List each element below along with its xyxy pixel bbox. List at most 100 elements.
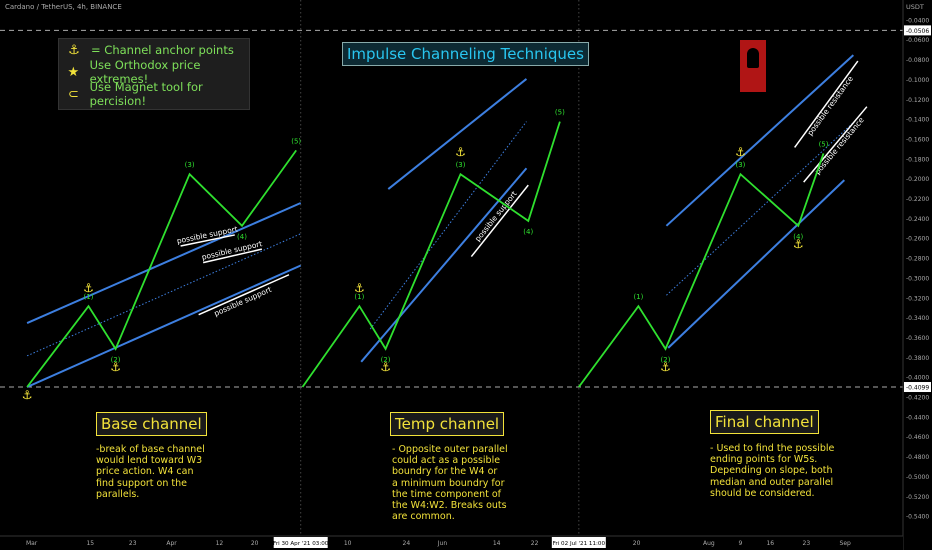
y-tick-label: -0.4600 [906, 434, 929, 441]
legend-item-star: ★ Use Orthodox price extremes! [59, 58, 249, 86]
x-tick-label: Apr [166, 540, 177, 547]
y-tick-label: -0.5000 [906, 474, 929, 481]
x-tick-label: Jun [437, 540, 448, 547]
channel-outer-line [667, 179, 845, 349]
channel-outer-line [387, 78, 528, 190]
star-icon: ★ [67, 64, 80, 80]
x-tick-label: 23 [803, 540, 811, 547]
y-tick-label: -0.5400 [906, 514, 929, 521]
y-tick-label: -0.4400 [906, 414, 929, 421]
y-axis[interactable]: USDT-0.0400-0.0600-0.0800-0.1000-0.1200-… [902, 0, 932, 550]
anchor-icon: ⚓ [455, 145, 466, 159]
x-tick-label: 22 [531, 540, 539, 547]
price-badge [904, 25, 931, 36]
x-tick-label: 15 [86, 540, 94, 547]
panel-desc-final: - Used to find the possible ending point… [710, 443, 835, 499]
author-logo-icon [740, 40, 766, 92]
time-badge [273, 537, 328, 548]
panel-label-final: Final channel [710, 410, 819, 434]
annotation-line [794, 60, 859, 148]
y-tick-label: -0.3200 [906, 295, 929, 302]
wave-label: (1) [354, 293, 364, 301]
y-tick-label: -0.2600 [906, 236, 929, 243]
y-tick-label: -0.2000 [906, 176, 929, 183]
legend-item-anchor: ⚓ = Channel anchor points [59, 39, 249, 61]
anchor-icon: ⚓ [68, 42, 80, 58]
y-tick-label: -0.3000 [906, 275, 929, 282]
wave-label: (2) [661, 356, 671, 364]
price-badge-label: -0.0506 [906, 28, 929, 35]
annotation-label: possible support [473, 189, 519, 243]
anchor-icon: ⚓ [793, 237, 804, 251]
wave-label: (1) [633, 293, 643, 301]
chart-title: Impulse Channeling Techniques [342, 42, 589, 66]
x-tick-label: 16 [766, 540, 774, 547]
anchor-icon: ⚓ [83, 281, 94, 295]
wave-line [578, 153, 825, 388]
annotation-line [803, 106, 868, 183]
y-tick-label: -0.2400 [906, 216, 929, 223]
annotation-line [470, 184, 529, 258]
reference-lines [0, 29, 903, 388]
x-tick-label: Aug [703, 540, 715, 547]
anchor-icon: ⚓ [354, 281, 365, 295]
anchor-icon: ⚓ [110, 360, 121, 374]
anchor-icon: ⚓ [660, 360, 671, 374]
x-axis-bg [0, 536, 903, 550]
price-badge-label: -0.4099 [906, 385, 929, 392]
wave-label: (3) [735, 161, 745, 169]
channel-median-line [666, 122, 854, 296]
anchor-icon: ⚓ [735, 145, 746, 159]
y-tick-label: -0.1200 [906, 97, 929, 104]
legend-item-magnet: ⊂ Use Magnet tool for percision! [59, 80, 249, 108]
x-tick-label: 20 [633, 540, 641, 547]
legend-label: Use Orthodox price extremes! [89, 58, 201, 86]
y-tick-label: -0.4200 [906, 395, 929, 402]
y-tick-label: -0.3800 [906, 355, 929, 362]
time-badge-label: Fri 30 Apr '21 03:00 [273, 541, 329, 547]
channel-outer-line [26, 202, 302, 325]
legend-box: ⚓ = Channel anchor points ★ Use Orthodox… [58, 38, 250, 110]
y-tick-label: -0.0600 [906, 37, 929, 44]
anchor-markers: ⚓⚓⚓⚓⚓⚓⚓⚓⚓ [22, 145, 804, 402]
y-tick-label: -0.2800 [906, 256, 929, 263]
y-axis-unit: USDT [906, 3, 924, 11]
x-tick-label: 24 [403, 540, 411, 547]
y-tick-label: -0.0400 [906, 17, 929, 24]
symbol-header: Cardano / TetherUS, 4h, BINANCE [5, 3, 122, 11]
y-tick-label: -0.4000 [906, 375, 929, 382]
panel-dividers [300, 0, 580, 536]
y-tick-label: -0.5200 [906, 494, 929, 501]
wave-label: (5) [555, 109, 565, 117]
annotation-line [198, 274, 290, 316]
legend-label: Use Magnet tool for percision! [89, 80, 203, 108]
x-tick-label: 14 [493, 540, 501, 547]
panel-desc-temp: - Opposite outer parallel could act as a… [392, 444, 508, 523]
anchor-icon: ⚓ [380, 360, 391, 374]
wave-label: (2) [111, 356, 121, 364]
annotation-line [203, 248, 263, 264]
wave-label: (3) [185, 161, 195, 169]
wave-labels: (1)(2)(3)(4)(5)(1)(2)(3)(4)(5)(1)(2)(3)(… [84, 109, 829, 364]
y-tick-label: -0.4800 [906, 454, 929, 461]
y-tick-label: -0.1000 [906, 77, 929, 84]
y-tick-label: -0.1600 [906, 136, 929, 143]
wave-series [26, 121, 825, 388]
x-tick-label: 23 [129, 540, 137, 547]
wave-label: (5) [291, 137, 301, 145]
magnet-icon: ⊂ [67, 86, 79, 102]
wave-line [26, 149, 297, 388]
x-tick-label: 10 [344, 540, 352, 547]
y-tick-label: -0.3600 [906, 335, 929, 342]
channel-outer-line [665, 54, 855, 227]
price-badge [904, 382, 931, 393]
y-tick-label: -0.1800 [906, 156, 929, 163]
wave-label: (1) [84, 293, 94, 301]
channel-median-line [369, 121, 527, 330]
y-tick-label: -0.1400 [906, 117, 929, 124]
wave-label: (4) [237, 233, 247, 241]
legend-label: = Channel anchor points [91, 43, 234, 57]
y-axis-bg [903, 0, 932, 550]
